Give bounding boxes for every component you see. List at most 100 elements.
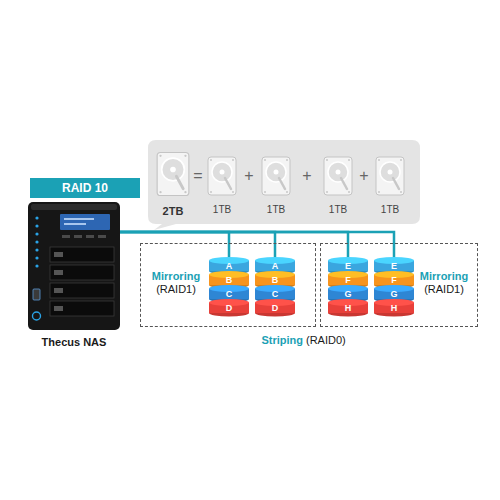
disk-platter: G — [328, 285, 368, 299]
nas-led — [35, 240, 38, 243]
text-wrap: E — [328, 261, 368, 272]
text-wrap: RAID 10 — [62, 182, 108, 195]
disk-platter: C — [255, 285, 295, 299]
bay-handle — [54, 252, 63, 257]
drive-bay — [50, 265, 114, 280]
text-wrap: E — [374, 261, 414, 272]
drive-bay — [50, 301, 114, 316]
text-wrap: B — [209, 275, 249, 286]
mirror-group: Mirroring(RAID1)ABCDABCD — [140, 243, 316, 327]
drive-bay — [50, 247, 114, 262]
link-line — [120, 232, 229, 257]
block-letter: D — [272, 303, 279, 313]
disk-platter: B — [255, 271, 295, 285]
striping-subtitle: (RAID0) — [306, 334, 346, 347]
hdd-icon — [157, 152, 189, 195]
block-letter: D — [226, 303, 233, 313]
mirror-group: Mirroring(RAID1)EFGHEFGH — [320, 243, 478, 327]
text-wrap: Thecus NAS — [42, 336, 107, 349]
nas-led — [35, 256, 38, 259]
nas-device: Thecus NAS — [28, 200, 120, 350]
text-wrap: B — [255, 275, 295, 286]
text-wrap: G — [374, 289, 414, 300]
device-name: Thecus NAS — [42, 336, 107, 349]
equals-sign: = — [193, 167, 202, 185]
disk-platter: F — [374, 271, 414, 285]
nas-button — [62, 235, 70, 238]
lcd-line — [64, 223, 86, 225]
speech-bubble — [148, 140, 420, 230]
hdd-icon — [324, 157, 352, 195]
block-letter: E — [391, 261, 397, 271]
text-wrap: C — [209, 289, 249, 300]
power-button — [33, 312, 41, 320]
plus-sign: + — [359, 167, 368, 185]
text-wrap: C — [255, 289, 295, 300]
text-wrap: H — [374, 303, 414, 314]
nas-led — [35, 248, 38, 251]
group-subtitle: (RAID1) — [144, 283, 208, 296]
block-letter: A — [272, 261, 279, 271]
disk-platter: D — [255, 299, 295, 313]
block-letter: H — [345, 303, 352, 313]
plus-sign: + — [244, 167, 253, 185]
block-letter: B — [226, 275, 233, 285]
striping-title: Striping — [261, 334, 303, 347]
nas-bays — [50, 247, 114, 316]
group-title: Mirroring — [144, 270, 208, 283]
link-line — [120, 232, 348, 257]
disk-platter: A — [209, 257, 249, 271]
block-letter: C — [226, 289, 233, 299]
disk-platter: H — [328, 299, 368, 313]
disk-platter: D — [209, 299, 249, 313]
nas-button — [98, 235, 106, 238]
nas-button — [86, 235, 94, 238]
bay-handle — [54, 306, 63, 311]
block-letter: H — [391, 303, 398, 313]
capacity-disk: 1TB — [381, 204, 399, 216]
text-wrap: A — [209, 261, 249, 272]
block-letter: F — [391, 275, 397, 285]
capacity-disk: 1TB — [329, 204, 347, 216]
raid-banner: RAID 10 — [30, 178, 140, 198]
disk-platter: B — [209, 271, 249, 285]
block-letter: F — [345, 275, 351, 285]
hdd-icon — [376, 157, 404, 195]
disk-platter: H — [374, 299, 414, 313]
bubble-outline — [148, 140, 420, 230]
hdd-icon — [208, 157, 236, 195]
nas-led — [35, 224, 38, 227]
text-wrap: D — [255, 303, 295, 314]
capacity-total: 2TB — [163, 205, 184, 218]
nas-led — [35, 232, 38, 235]
capacity-disk: 1TB — [213, 204, 231, 216]
nas-led — [35, 216, 38, 219]
plus-sign: + — [302, 167, 311, 185]
block-letter: A — [226, 261, 233, 271]
nas-led — [35, 264, 38, 267]
nas-lcd — [60, 214, 110, 230]
link-line — [120, 232, 275, 257]
text-wrap: G — [328, 289, 368, 300]
nas-leds — [35, 216, 38, 267]
text-wrap: A — [255, 261, 295, 272]
link-line — [120, 232, 394, 257]
bay-handle — [54, 270, 63, 275]
text-wrap: F — [374, 275, 414, 286]
nas-body — [28, 202, 120, 330]
disk-platter: G — [374, 285, 414, 299]
disk-platter: E — [328, 257, 368, 271]
text-wrap: Mirroring(RAID1) — [412, 270, 476, 296]
text-wrap: H — [328, 303, 368, 314]
text-wrap: D — [209, 303, 249, 314]
block-letter: G — [390, 289, 397, 299]
hdd-icon — [262, 157, 290, 195]
block-letter: G — [344, 289, 351, 299]
text-wrap: Mirroring(RAID1) — [144, 270, 208, 296]
block-letter: B — [272, 275, 279, 285]
disk-platter: A — [255, 257, 295, 271]
disk-platter: F — [328, 271, 368, 285]
